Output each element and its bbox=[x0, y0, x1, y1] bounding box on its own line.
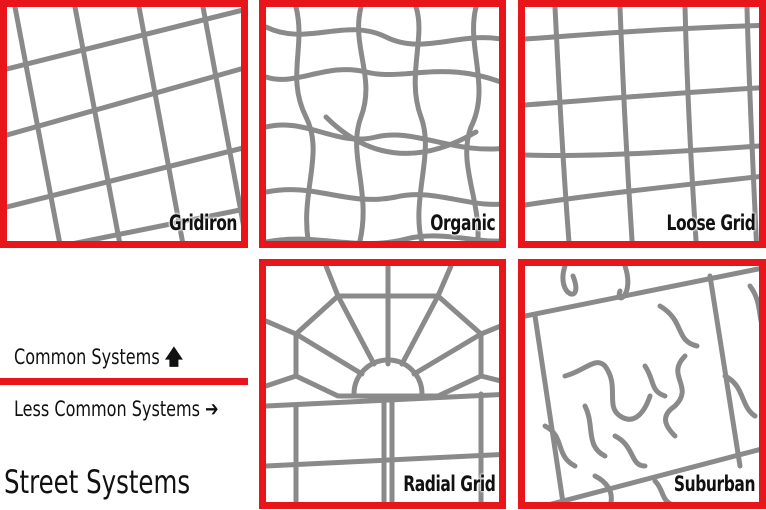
suburban-street-map bbox=[525, 266, 759, 502]
panel-label-organic: Organic bbox=[429, 211, 495, 235]
gridiron-street-map bbox=[7, 7, 241, 241]
organic-street-map bbox=[266, 7, 499, 241]
legend-less-common-systems: Less Common Systems➔ bbox=[14, 397, 219, 421]
legend-less-common-label: Less Common Systems bbox=[14, 397, 201, 421]
panel-organic: Organic bbox=[259, 0, 506, 248]
arrow-up-icon: 🡅 bbox=[164, 345, 184, 369]
arrow-right-icon: ➔ bbox=[205, 397, 219, 421]
panel-label-radial-grid: Radial Grid bbox=[402, 472, 496, 496]
panel-label-suburban: Suburban bbox=[673, 472, 756, 496]
radial-grid-street-map bbox=[266, 266, 499, 502]
panel-loose-grid: Loose Grid bbox=[518, 0, 766, 248]
panel-label-loose-grid: Loose Grid bbox=[666, 211, 755, 235]
loose-grid-street-map bbox=[525, 7, 759, 241]
panel-gridiron: Gridiron bbox=[0, 0, 248, 248]
legend-common-label: Common Systems bbox=[14, 345, 160, 369]
page-title: Street Systems bbox=[4, 463, 191, 501]
legend-common-systems: Common Systems🡅 bbox=[14, 343, 183, 378]
panel-label-gridiron: Gridiron bbox=[168, 211, 238, 235]
panel-radial-grid: Radial Grid bbox=[259, 259, 506, 509]
legend-divider bbox=[0, 378, 248, 385]
panel-suburban: Suburban bbox=[518, 259, 766, 509]
